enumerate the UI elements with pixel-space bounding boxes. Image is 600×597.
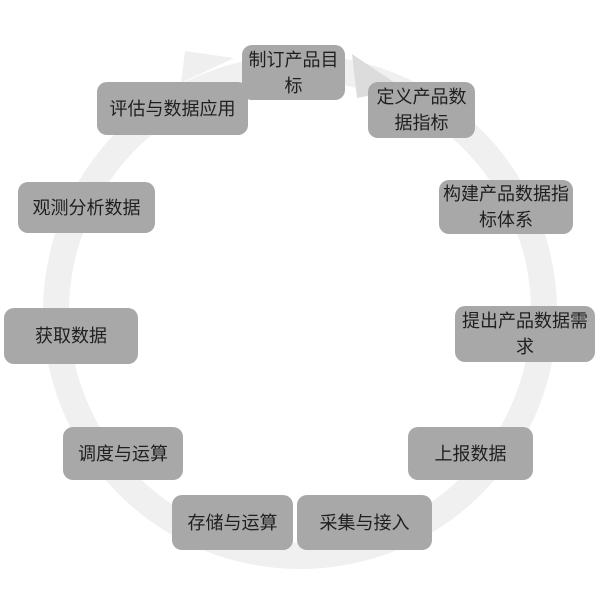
step-label: 构建产品数据指标体系: [443, 184, 569, 230]
step-label: 观测分析数据: [32, 197, 141, 218]
step-box-store-compute: 存储与运算: [172, 495, 293, 550]
step-box-schedule-compute: 调度与运算: [63, 427, 183, 480]
step-label: 获取数据: [35, 326, 107, 346]
step-label: 制订产品目标: [248, 49, 339, 96]
step-box-build-metric-system: 构建产品数据指标体系: [439, 180, 573, 234]
step-box-report-data: 上报数据: [408, 427, 533, 480]
step-label: 提出产品数据需求: [462, 311, 588, 357]
step-label: 定义产品数据指标: [376, 87, 467, 133]
step-label: 调度与运算: [78, 443, 168, 464]
step-label: 上报数据: [434, 443, 507, 464]
step-label: 采集与接入: [319, 512, 410, 533]
step-box-fetch-data: 获取数据: [4, 308, 138, 364]
cycle-tail-arrowhead-icon: [181, 51, 234, 83]
step-box-evaluate-apply-data: 评估与数据应用: [97, 82, 248, 135]
step-box-observe-analyze-data: 观测分析数据: [18, 182, 155, 233]
step-box-collect-access: 采集与接入: [297, 495, 432, 550]
step-box-set-product-goal: 制订产品目标: [242, 45, 345, 100]
step-box-define-data-metrics: 定义产品数据指标: [368, 82, 475, 138]
step-label: 存储与运算: [187, 512, 278, 533]
step-label: 评估与数据应用: [109, 98, 236, 119]
step-box-raise-data-demand: 提出产品数据需求: [455, 306, 595, 362]
